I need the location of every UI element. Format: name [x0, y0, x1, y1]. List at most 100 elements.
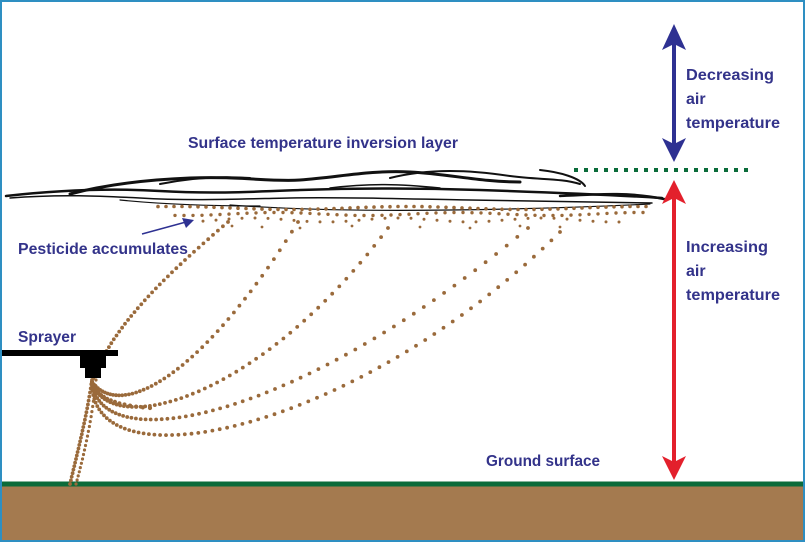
pesticide-dot [111, 337, 116, 342]
pesticide-dot [97, 407, 102, 412]
pesticide-dot [164, 433, 168, 437]
pesticide-dot [281, 383, 286, 388]
pesticide-dot [225, 404, 230, 409]
pesticide-dot [240, 216, 244, 220]
pesticide-dot [189, 431, 194, 436]
pesticide-dot [580, 206, 584, 210]
pesticide-dot [435, 218, 439, 222]
pesticide-dot [162, 376, 167, 381]
pesticide-dot [203, 430, 208, 434]
pesticide-dot [370, 217, 374, 221]
pesticide-dot [504, 243, 509, 248]
pesticide-dot [372, 205, 376, 209]
pesticide-dot [172, 204, 176, 209]
pesticide-dot [187, 254, 192, 258]
pesticide-dot [344, 213, 348, 217]
pesticide-dot [305, 219, 309, 223]
pesticide-dot [134, 416, 138, 421]
pesticide-dot [542, 213, 546, 218]
pesticide-dot [152, 432, 157, 437]
pesticide-dot [469, 306, 473, 311]
pesticide-dot [539, 216, 543, 220]
pesticide-dot [620, 204, 624, 209]
pesticide-dot [77, 470, 81, 474]
pesticide-dot [364, 205, 368, 210]
pesticide-dot [273, 387, 277, 391]
pesticide-dot [298, 375, 303, 380]
increasing-label-line-3: temperature [686, 287, 780, 304]
pesticide-dot [84, 410, 89, 415]
pesticide-dot [558, 225, 562, 229]
pesticide-dot [212, 205, 216, 210]
pesticide-dot [123, 321, 127, 326]
pesticide-dot [641, 210, 645, 215]
pesticide-dot [120, 325, 124, 330]
pesticide-dot [386, 226, 390, 230]
pesticide-dot [75, 478, 79, 482]
pesticide-dot [316, 207, 320, 211]
pesticide-dot [171, 416, 176, 421]
pesticide-dot [118, 425, 123, 429]
pesticide-dot [137, 389, 142, 394]
pesticide-dot [551, 213, 555, 218]
pesticide-dot [99, 401, 104, 406]
pesticide-dot [168, 399, 173, 404]
pesticide-dot [506, 212, 510, 216]
pesticide-dot [190, 354, 195, 359]
pesticide-dot [334, 357, 339, 362]
pesticide-dot [514, 270, 519, 275]
pesticide-dot [261, 352, 265, 356]
pesticide-dot [572, 206, 576, 211]
pesticide-dot [176, 432, 181, 437]
pesticide-dot [422, 217, 426, 221]
pesticide-dot [623, 211, 627, 215]
pesticide-dot [130, 391, 135, 396]
pesticide-dot [215, 380, 220, 385]
pesticide-dot [233, 402, 237, 406]
pesticide-dot [350, 224, 354, 228]
pesticide-dot [332, 388, 337, 392]
pesticide-dot [565, 217, 569, 221]
pesticide-dot [484, 207, 488, 211]
pesticide-dot [122, 402, 127, 407]
pesticide-dot [108, 418, 112, 423]
pesticide-dot [272, 257, 276, 261]
pesticide-dot [221, 377, 226, 381]
pesticide-dot [365, 252, 370, 257]
pesticide-dot [89, 382, 94, 387]
pesticide-dot [141, 387, 146, 392]
pesticide-dot [150, 290, 155, 295]
pesticide-dot [92, 394, 96, 398]
pesticide-dot [409, 216, 413, 220]
pesticide-dot [126, 392, 131, 397]
pesticide-dot [452, 205, 456, 210]
pesticide-dot [101, 394, 106, 400]
sprayer-boom [2, 350, 118, 378]
pesticide-dot [323, 298, 328, 303]
pesticide-dot [341, 383, 346, 388]
pesticide-dot [83, 417, 87, 422]
pesticide-dot [83, 443, 88, 448]
pesticide-dot [158, 379, 162, 384]
pesticide-dot [470, 211, 474, 215]
pesticide-dot [614, 211, 618, 215]
pesticide-dot [95, 396, 100, 400]
pesticide-dot [159, 417, 164, 422]
pesticide-dot [182, 213, 186, 218]
pesticide-dot [85, 406, 90, 411]
pesticide-dot [362, 342, 367, 346]
pesticide-dot [72, 464, 77, 468]
pesticide-dot [205, 340, 210, 344]
pesticide-dot [210, 428, 215, 433]
pesticide-dot [444, 205, 448, 210]
pesticide-dot [123, 393, 128, 397]
pesticide-dot [71, 467, 76, 472]
pesticide-dot [227, 212, 231, 216]
pesticide-dot [69, 474, 74, 479]
pesticide-dot [443, 211, 447, 215]
pesticide-dot [136, 430, 141, 435]
pesticide-dot [85, 434, 90, 438]
pesticide-dot [252, 207, 256, 211]
pesticide-dot [135, 306, 140, 311]
ground [2, 484, 803, 540]
